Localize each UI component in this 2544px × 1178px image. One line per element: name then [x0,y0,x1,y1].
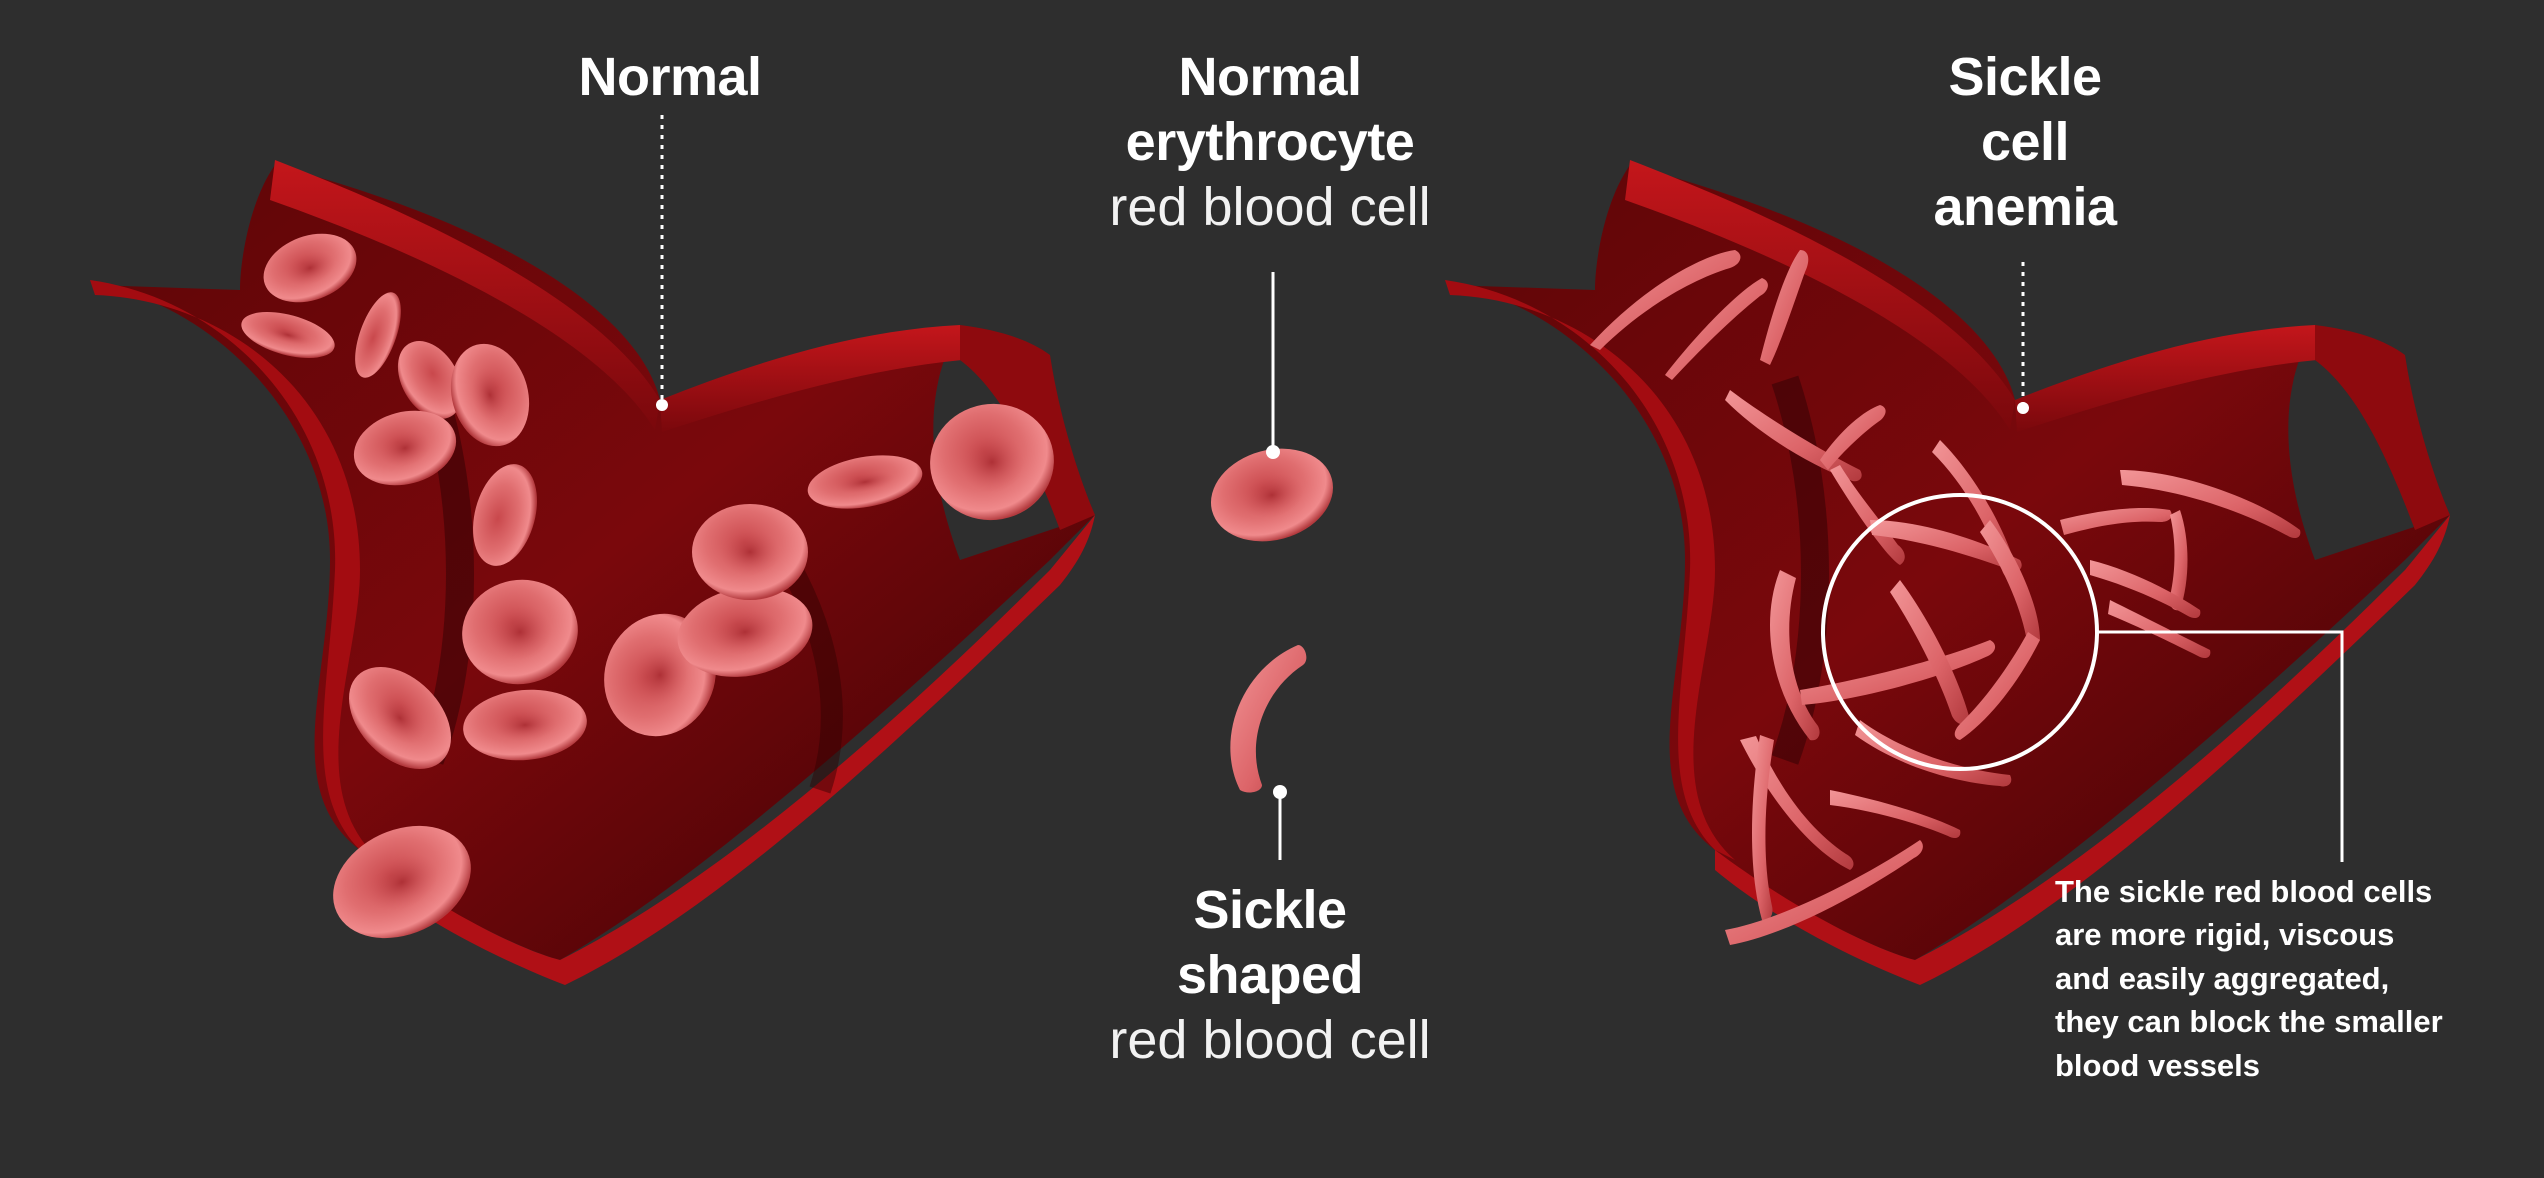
normal-erythrocyte-title: Normal erythrocyte red blood cell [1060,45,1480,239]
sickle-rbc [1590,250,1741,350]
note-line: they can block the smaller [2055,1004,2443,1040]
normal-rbc [677,587,813,677]
normal-rbc [263,233,357,303]
sickle-shaped-title-line2: shaped [1176,944,1364,1005]
sickle-cell-anemia-title-line2: cell [1980,111,2070,172]
note-line: The sickle red blood cells [2055,874,2433,909]
normal-erythrocyte-title-line2: erythrocyte [1125,111,1415,172]
sickle-rbc [1770,570,1820,741]
note-line: blood vessels [2055,1047,2261,1083]
sickle-rbc-group [1590,250,2301,945]
normal-rbc [349,667,451,769]
normal-erythrocyte-subtitle: red blood cell [1109,176,1431,237]
sickle-rbc [1890,580,1970,725]
sickle-rbc [1820,405,1886,470]
callout-line [2097,630,2344,862]
normal-rbc [930,403,1054,521]
normal-rbc [450,343,530,447]
sickle-shaped-subtitle: red blood cell [1109,1009,1431,1070]
sickle-rbc [1725,840,1923,945]
normal-vessel-illustration [90,160,1095,985]
normal-rbc [463,689,587,761]
normal-rbc [462,579,578,685]
sickle-rbc [2060,508,2172,535]
sickle-rbc [1760,250,1809,365]
sickle-rbc [1665,278,1768,380]
sickle-rbc [1752,735,1774,921]
sickle-rbc [1830,790,1961,838]
note-line: are more rigid, viscous [2055,917,2395,953]
sickle-cell-note: The sickle red blood cells are more rigi… [2055,870,2495,1087]
normal-rbc-group [241,233,1054,939]
sickle-rbc [2108,600,2211,658]
sickle-rbc [1870,520,2022,572]
normal-rbc [692,504,808,600]
normal-pointer-dot [656,399,668,411]
sickle-rbc [1980,520,2040,643]
sickle-cell-anemia-title: Sickle cell anemia [1880,45,2170,239]
center-bottom-pointer-dot [1273,785,1287,799]
normal-rbc [353,410,457,486]
normal-title: Normal [578,47,762,107]
normal-rbc [241,312,335,358]
center-normal-rbc [1210,448,1334,542]
sickle-cell-anemia-title-line1: Sickle [1948,47,2102,107]
normal-rbc [397,341,463,419]
normal-rbc [355,292,401,378]
normal-rbc [333,825,471,939]
normal-erythrocyte-title-line1: Normal [1178,47,1362,107]
sickle-rbc [2090,560,2201,618]
sickle-rbc [1830,465,1905,565]
normal-rbc [807,455,923,509]
sickle-shaped-title: Sickle shaped red blood cell [1060,878,1480,1072]
sickle-cell-anemia-title-line3: anemia [1933,176,2117,237]
center-sickle-cell [1230,645,1307,793]
note-line: and easily aggregated, [2055,960,2390,996]
sickle-rbc [2120,470,2301,538]
sickle-rbc [1954,632,2040,740]
sickle-rbc [2169,510,2188,611]
sickle-pointer-dot [2017,402,2029,414]
center-top-pointer-dot [1266,445,1280,459]
sickle-rbc [1800,640,1996,705]
normal-rbc [473,464,537,566]
sickle-vessel-illustration [1445,160,2450,985]
sickle-shaped-title-line1: Sickle [1193,880,1347,940]
